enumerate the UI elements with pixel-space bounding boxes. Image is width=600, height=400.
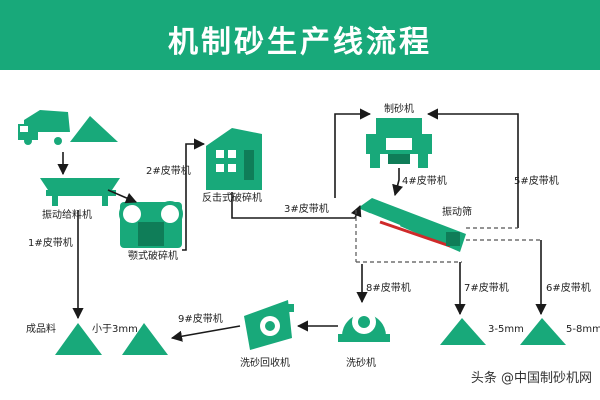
belt-2-label: 2#皮带机 <box>146 166 191 177</box>
jaw-crusher-icon <box>119 201 183 248</box>
product-3-5-label: 3-5mm <box>488 324 524 335</box>
product-pile-icon <box>122 323 168 355</box>
impact-crusher-label: 反击式破碎机 <box>202 193 262 204</box>
belt-7-label: 7#皮带机 <box>464 283 509 294</box>
vibrating-screen-label: 振动筛 <box>442 207 472 218</box>
impact-crusher-icon <box>206 128 262 190</box>
belt-6-label: 6#皮带机 <box>546 283 591 294</box>
product-under3-label: 小于3mm <box>92 324 138 335</box>
belt-9-label: 9#皮带机 <box>178 314 223 325</box>
product-pile-icon <box>440 318 486 345</box>
sand-maker-label: 制砂机 <box>384 104 414 115</box>
belt-8-label: 8#皮带机 <box>366 283 411 294</box>
sand-maker-icon <box>366 118 432 168</box>
belt-3-label: 3#皮带机 <box>284 204 329 215</box>
product-finished-label: 成品料 <box>26 324 56 335</box>
product-5-8-label: 5-8mm <box>566 324 600 335</box>
arrow-belt-9 <box>170 325 241 342</box>
product-pile-icon <box>55 323 102 355</box>
arrow-feeder-to-jaw <box>107 189 138 204</box>
title-banner <box>0 0 600 70</box>
arrow-belt-3 <box>231 192 362 219</box>
sand-recycler-icon <box>244 300 294 350</box>
watermark: 头条 @中国制砂机网 <box>470 371 592 386</box>
belt-5-label: 5#皮带机 <box>514 176 559 187</box>
feeder-icon <box>40 178 120 206</box>
sand-washer-icon <box>338 310 390 342</box>
belt-1-label: 1#皮带机 <box>28 238 73 249</box>
dump-truck-icon <box>18 110 70 145</box>
arrow-to-sand-maker <box>334 108 372 198</box>
page-title: 机制砂生产线流程 <box>168 25 432 60</box>
sand-recycler-label: 洗砂回收机 <box>240 358 290 369</box>
jaw-crusher-label: 颚式破碎机 <box>128 251 178 262</box>
arrow-belt-5 <box>426 108 519 228</box>
feeder-label: 振动给料机 <box>42 210 92 221</box>
raw-pile-icon <box>70 116 118 142</box>
product-pile-icon <box>520 318 566 345</box>
arrow-belt-4 <box>392 168 404 197</box>
sand-washer-label: 洗砂机 <box>346 358 376 369</box>
arrow-belt-2 <box>182 138 206 251</box>
vibrating-screen-icon <box>358 198 466 252</box>
belt-4-label: 4#皮带机 <box>402 176 447 187</box>
